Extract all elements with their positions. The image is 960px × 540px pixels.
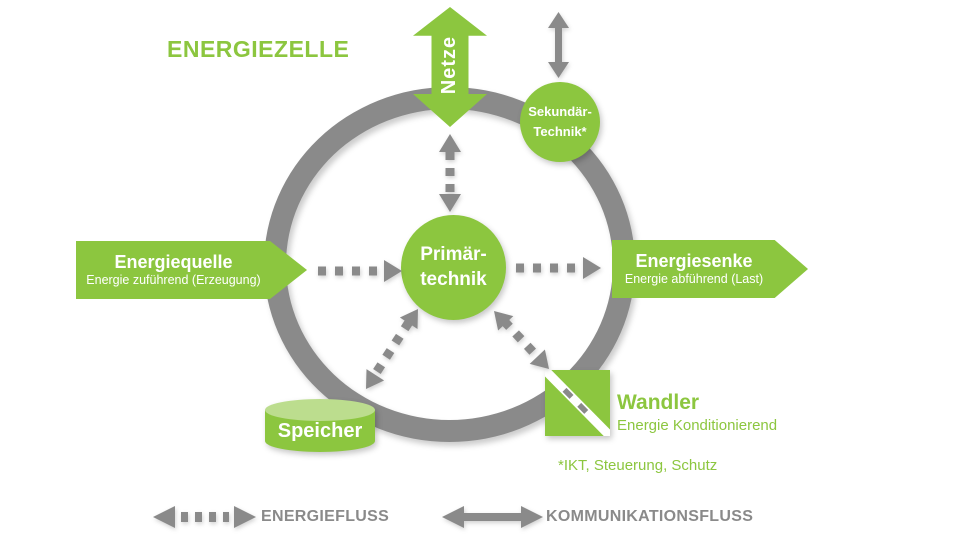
legend-kommunikationsfluss-label: KOMMUNIKATIONSFLUSS — [546, 508, 754, 525]
energiesenke-node: Energiesenke Energie abführend (Last) — [612, 240, 808, 298]
speicher-node: Speicher — [265, 399, 375, 453]
primaertechnik-node: Primär- technik — [401, 215, 506, 320]
legend-energiefluss-arrow-icon — [153, 506, 256, 528]
energiesenke-sublabel: Energie abführend (Last) — [624, 271, 764, 286]
sekundaertechnik-node: Sekundär- Technik* — [520, 82, 600, 162]
energiequelle-label: Energiequelle — [114, 252, 233, 273]
legend-energiefluss-label: ENERGIEFLUSS — [261, 508, 390, 525]
speicher-cylinder-top — [265, 399, 375, 421]
energiequelle-node: Energiequelle Energie zuführend (Erzeugu… — [76, 241, 307, 299]
speicher-label: Speicher — [277, 420, 363, 442]
diagram-title: ENERGIEZELLE — [167, 36, 350, 62]
primaertechnik-label-line2: technik — [420, 268, 487, 290]
wandler-sublabel: Energie Konditionierend — [617, 417, 778, 434]
netze-label: Netze — [438, 35, 460, 95]
wandler-label: Wandler — [617, 391, 700, 414]
sekundaertechnik-label-line2: Technik* — [533, 124, 587, 139]
energiesenke-label: Energiesenke — [635, 251, 753, 272]
comm-arrow-sekundaer-icon — [548, 12, 569, 78]
energiequelle-sublabel: Energie zuführend (Erzeugung) — [86, 272, 261, 287]
sekundaertechnik-label-line1: Sekundär- — [528, 103, 592, 119]
legend-kommunikationsfluss-arrow-icon — [442, 506, 543, 528]
primaertechnik-label-line1: Primär- — [420, 243, 487, 265]
footnote-ikt: *IKT, Steuerung, Schutz — [558, 457, 718, 474]
wandler-node-icon — [545, 370, 610, 436]
